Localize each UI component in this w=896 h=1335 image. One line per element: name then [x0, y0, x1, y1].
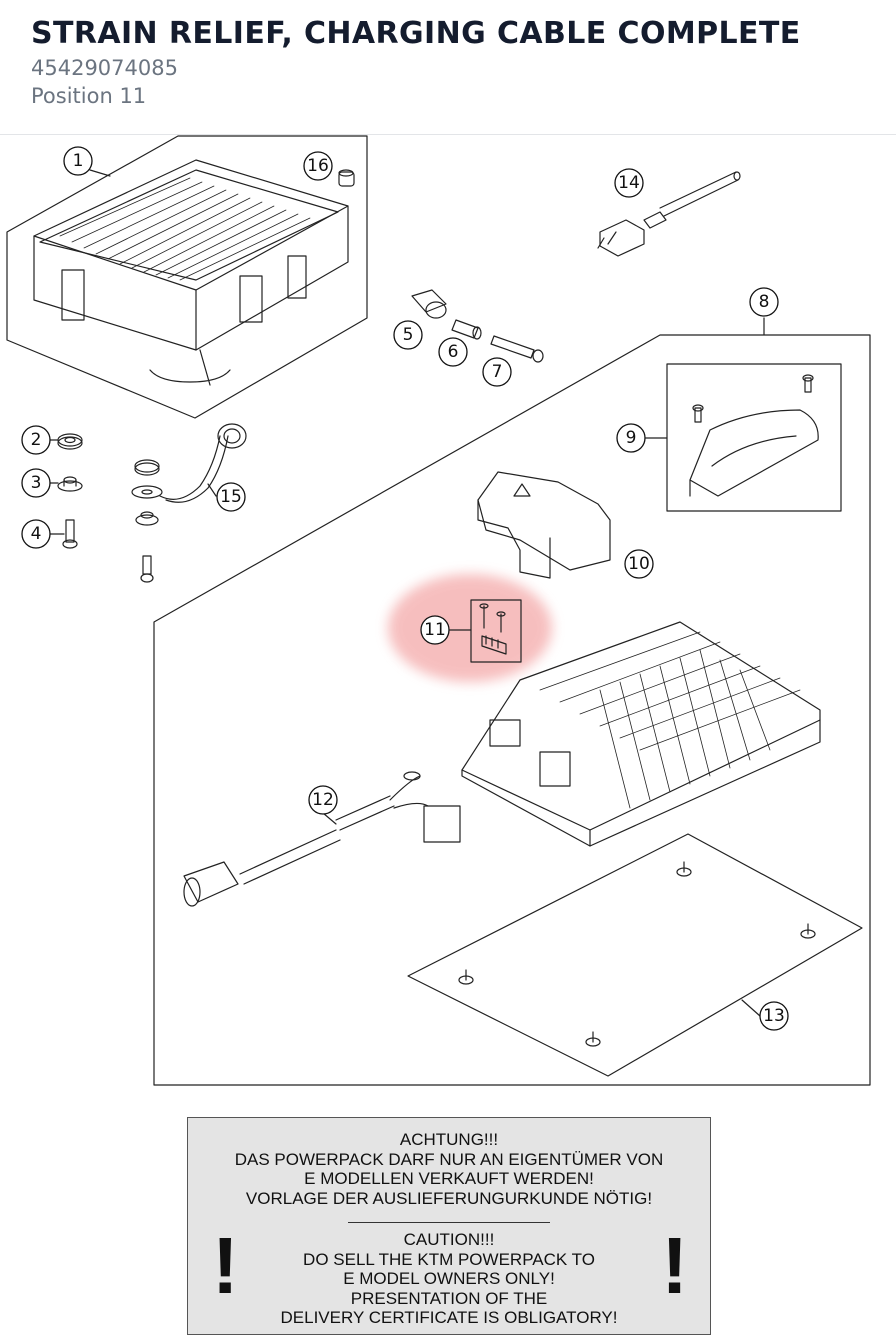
- part-screw-4: [62, 519, 78, 549]
- svg-text:15: 15: [220, 487, 242, 507]
- svg-text:11: 11: [424, 620, 446, 640]
- warning-line: ACHTUNG!!!: [399, 1130, 499, 1149]
- part-charging-cap-15: [131, 423, 247, 583]
- callout-9: [616, 423, 646, 453]
- callout-markers: [21, 146, 789, 1031]
- part-cover-10: [477, 471, 611, 579]
- battery-pack-frame: [6, 135, 368, 419]
- svg-text:1: 1: [73, 151, 84, 171]
- battery-pack-drawing: [33, 159, 349, 386]
- callout-12: [308, 785, 338, 815]
- warning-line: DELIVERY CERTIFICATE IS OBLIGATORY!: [280, 1308, 618, 1327]
- part-grommet-2: [57, 433, 83, 450]
- svg-text:8: 8: [759, 292, 770, 312]
- warning-line: DAS POWERPACK DARF NUR AN EIGENTÜMER VON: [234, 1149, 664, 1169]
- warning-line: E MODEL OWNERS ONLY!: [343, 1269, 555, 1288]
- callout-15: [216, 482, 246, 512]
- part-title: STRAIN RELIEF, CHARGING CABLE COMPLETE: [31, 16, 801, 51]
- part-mains-plug-14: [597, 171, 741, 257]
- callout-8: [749, 287, 779, 317]
- callout-7: [482, 357, 512, 387]
- part-bolt-7: [490, 335, 544, 363]
- powerpack-charger-drawing: [461, 621, 821, 847]
- callout-11: [420, 615, 450, 645]
- svg-text:10: 10: [628, 554, 650, 574]
- svg-text:5: 5: [403, 325, 414, 345]
- part-sleeve-6: [451, 319, 482, 340]
- callout-14: [614, 168, 644, 198]
- part-handle-9: [689, 374, 819, 497]
- strain-relief-frame-11: [470, 599, 522, 663]
- warning-line: PRESENTATION OF THE: [350, 1288, 548, 1308]
- part-strain-relief-11: [479, 603, 507, 655]
- warning-divider: [348, 1222, 550, 1223]
- warning-line: E MODELLEN VERKAUFT WERDEN!: [304, 1169, 594, 1188]
- svg-text:14: 14: [618, 173, 640, 193]
- svg-text:7: 7: [492, 362, 503, 382]
- exclamation-icon: !: [661, 1221, 688, 1310]
- svg-text:16: 16: [307, 156, 329, 176]
- svg-text:9: 9: [626, 428, 637, 448]
- callout-5: [393, 320, 423, 350]
- svg-text:6: 6: [448, 342, 459, 362]
- svg-text:2: 2: [31, 430, 42, 450]
- callout-1: [63, 146, 93, 176]
- part-base-plate-13: [407, 833, 863, 1077]
- warning-label: ACHTUNG!!! DAS POWERPACK DARF NUR AN EIG…: [187, 1117, 711, 1335]
- callout-2: [21, 425, 51, 455]
- leader-lines: [49, 169, 761, 1017]
- callout-4: [21, 519, 51, 549]
- callout-16: [303, 151, 333, 181]
- plate-bolts: [458, 861, 816, 1047]
- highlight-position-11: [388, 574, 552, 682]
- callout-labels: 1 16 14 8 5 6 7 2 3 4 15 9 10 11 12 13: [31, 151, 785, 1026]
- exploded-parts-diagram: 1 16 14 8 5 6 7 2 3 4 15 9 10 11 12 13: [6, 135, 871, 1086]
- svg-text:13: 13: [763, 1006, 785, 1026]
- exclamation-icon: !: [212, 1221, 239, 1310]
- part-header: STRAIN RELIEF, CHARGING CABLE COMPLETE 4…: [0, 0, 896, 135]
- svg-text:3: 3: [31, 473, 42, 493]
- warning-english: CAUTION!!! DO SELL THE KTM POWERPACK TO …: [188, 1230, 710, 1328]
- callout-10: [624, 549, 654, 579]
- part-bushing-5: [411, 289, 447, 319]
- handle-frame-9: [666, 363, 842, 512]
- callout-3: [21, 468, 51, 498]
- svg-text:4: 4: [31, 524, 42, 544]
- part-charging-cable-12: [183, 771, 461, 907]
- part-number: 45429074085: [31, 56, 178, 80]
- warning-line: DO SELL THE KTM POWERPACK TO: [303, 1249, 595, 1269]
- callout-13: [759, 1001, 789, 1031]
- warning-line: VORLAGE DER AUSLIEFERUNGURKUNDE NÖTIG!: [245, 1188, 653, 1208]
- svg-text:12: 12: [312, 790, 334, 810]
- part-washer-3: [57, 476, 83, 492]
- warning-line: CAUTION!!!: [403, 1230, 495, 1249]
- powerpack-frame-8: [153, 317, 871, 1086]
- callout-6: [438, 337, 468, 367]
- warning-german: ACHTUNG!!! DAS POWERPACK DARF NUR AN EIG…: [188, 1130, 710, 1208]
- part-position: Position 11: [31, 84, 147, 108]
- part-cap-16: [338, 169, 355, 187]
